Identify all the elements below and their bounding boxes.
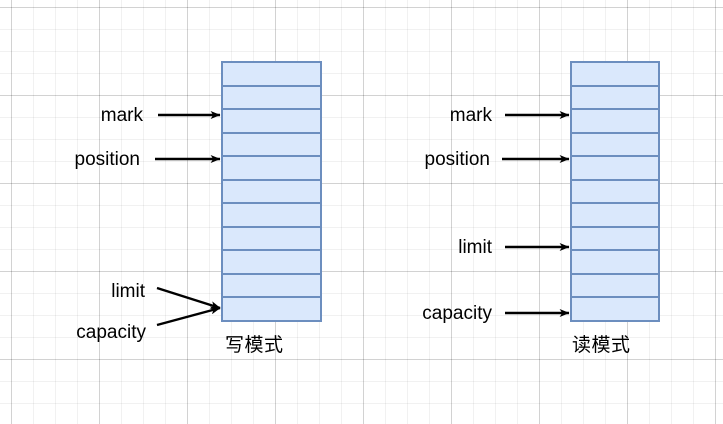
label-capacity-read: capacity (422, 303, 492, 324)
buffer-cell (572, 180, 658, 205)
buffer-cell (572, 274, 658, 299)
label-mark-write: mark (100, 105, 143, 126)
buffer-cell (223, 204, 320, 228)
buffer-cell (223, 298, 320, 321)
buffer-cell (223, 63, 320, 87)
mode-label-write: 写模式 (225, 335, 284, 356)
buffer-cell (223, 133, 320, 158)
buffer-cell (572, 157, 658, 181)
buffer-cell (223, 227, 320, 252)
buffer-cell (223, 86, 320, 111)
buffer-bar-write-mode[interactable] (221, 61, 322, 322)
label-limit-read: limit (458, 237, 492, 258)
label-mark-read: mark (449, 105, 492, 126)
buffer-cell (572, 251, 658, 275)
buffer-cell (572, 110, 658, 134)
buffer-bar-read-mode[interactable] (570, 61, 660, 322)
label-limit-write: limit (111, 281, 145, 302)
label-position-read: position (424, 149, 491, 170)
buffer-cell (572, 204, 658, 228)
buffer-cell (223, 274, 320, 299)
buffer-cell (223, 180, 320, 205)
label-position-write: position (74, 149, 141, 170)
mode-label-read: 读模式 (572, 335, 631, 356)
buffer-cell (572, 298, 658, 321)
arrow-limit-write (156, 286, 221, 310)
buffer-cell (223, 110, 320, 134)
buffer-cell (223, 157, 320, 181)
label-capacity-write: capacity (76, 322, 146, 343)
buffer-cell (572, 86, 658, 111)
arrow-capacity-write (156, 306, 221, 327)
buffer-cell (223, 251, 320, 275)
buffer-cell (572, 227, 658, 252)
buffer-cell (572, 63, 658, 87)
buffer-cell (572, 133, 658, 158)
